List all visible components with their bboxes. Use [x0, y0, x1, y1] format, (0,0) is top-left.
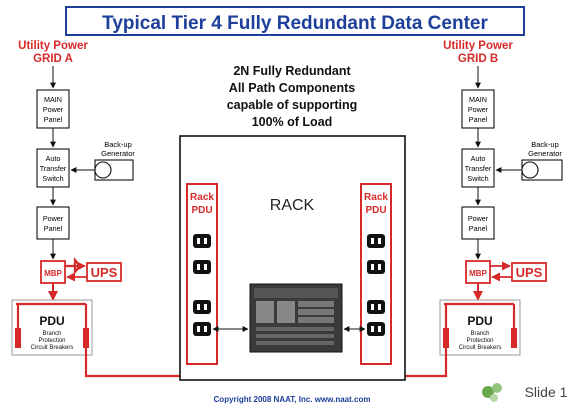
left-pdu: PDU Branch Protection Circuit Breakers: [11, 299, 93, 356]
center-text-line-3: capable of supporting: [227, 98, 358, 112]
svg-text:Back-up: Back-up: [104, 140, 132, 149]
svg-text:Protection: Protection: [466, 338, 493, 344]
svg-text:Switch: Switch: [467, 174, 488, 183]
right-main-panel: MAIN Power Panel: [461, 89, 495, 129]
svg-text:Power: Power: [468, 214, 489, 223]
left-rack-outlets: [193, 234, 211, 336]
server-icon: [249, 283, 343, 353]
left-auto-transfer-switch: Auto Transfer Switch: [36, 148, 70, 188]
svg-text:PDU: PDU: [191, 205, 212, 216]
left-ups: UPS: [86, 262, 122, 282]
svg-text:Auto: Auto: [471, 154, 486, 163]
svg-text:Generator: Generator: [101, 149, 135, 158]
svg-text:Panel: Panel: [44, 115, 63, 124]
right-rack-outlets: [367, 234, 385, 336]
right-mbp: MBP: [465, 260, 491, 284]
svg-text:Auto: Auto: [46, 154, 61, 163]
center-text-line-2: All Path Components: [229, 81, 355, 95]
slide-label: Slide 1: [482, 383, 568, 402]
svg-text:Rack: Rack: [364, 192, 388, 203]
svg-text:PDU: PDU: [365, 205, 386, 216]
svg-text:UPS: UPS: [91, 265, 118, 280]
svg-text:MAIN: MAIN: [469, 95, 487, 104]
svg-text:Panel: Panel: [469, 115, 488, 124]
title-frame: [65, 6, 525, 36]
svg-text:Rack: Rack: [190, 192, 214, 203]
right-pdu-label: PDU: [467, 314, 492, 328]
rack-label: RACK: [270, 197, 315, 214]
svg-text:Branch: Branch: [42, 331, 61, 337]
svg-text:Power: Power: [43, 214, 64, 223]
svg-text:Power: Power: [468, 105, 489, 114]
right-pdu: PDU Branch Protection Circuit Breakers: [439, 299, 521, 356]
svg-text:Circuit Breakers: Circuit Breakers: [459, 345, 502, 351]
right-auto-transfer-switch: Auto Transfer Switch: [461, 148, 495, 188]
svg-text:Slide 1: Slide 1: [525, 384, 568, 400]
utility-b-label-line2: GRID B: [458, 53, 498, 65]
svg-text:Transfer: Transfer: [40, 164, 67, 173]
utility-a-label-line1: Utility Power: [18, 40, 88, 52]
svg-text:Circuit Breakers: Circuit Breakers: [31, 345, 74, 351]
left-backup-generator: Back-up Generator: [94, 140, 135, 181]
center-text-line-1: 2N Fully Redundant: [233, 64, 351, 78]
svg-text:MBP: MBP: [469, 269, 487, 278]
svg-text:Panel: Panel: [469, 224, 488, 233]
right-ups: UPS: [511, 262, 547, 282]
utility-a-label-line2: GRID A: [33, 53, 73, 65]
diagram-title: Typical Tier 4 Fully Redundant Data Cent…: [102, 13, 488, 34]
svg-text:Switch: Switch: [42, 174, 63, 183]
center-text-line-4: 100% of Load: [252, 115, 333, 129]
copyright-footer: Copyright 2008 NAAT, Inc. www.naat.com: [214, 395, 371, 404]
left-power-panel: Power Panel: [36, 206, 70, 240]
svg-text:MBP: MBP: [44, 269, 62, 278]
right-backup-generator: Back-up Generator: [521, 140, 563, 181]
svg-text:Panel: Panel: [44, 224, 63, 233]
svg-text:Transfer: Transfer: [465, 164, 492, 173]
svg-text:Generator: Generator: [528, 149, 562, 158]
left-main-panel: MAIN Power Panel: [36, 89, 70, 129]
svg-text:UPS: UPS: [516, 265, 543, 280]
svg-text:Protection: Protection: [38, 338, 65, 344]
svg-text:MAIN: MAIN: [44, 95, 62, 104]
utility-b-label-line1: Utility Power: [443, 40, 513, 52]
svg-text:Power: Power: [43, 105, 64, 114]
svg-text:Branch: Branch: [470, 331, 489, 337]
left-mbp: MBP: [40, 260, 66, 284]
left-pdu-label: PDU: [39, 314, 64, 328]
svg-text:Back-up: Back-up: [531, 140, 559, 149]
right-power-panel: Power Panel: [461, 206, 495, 240]
